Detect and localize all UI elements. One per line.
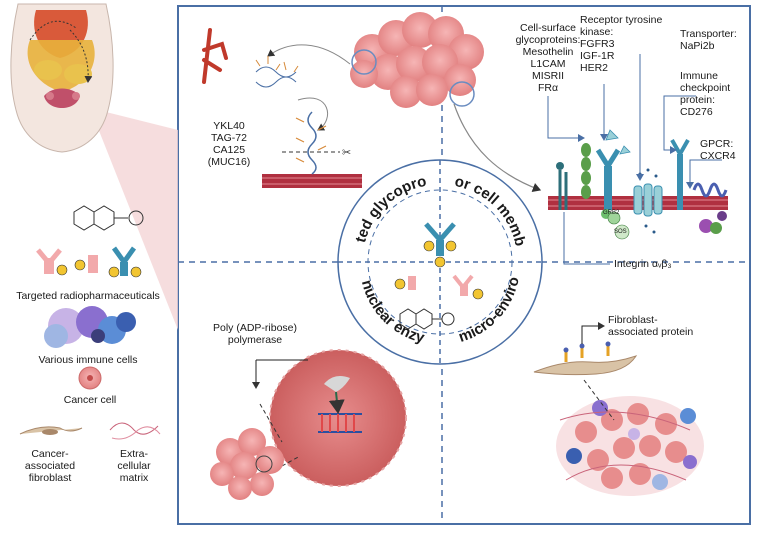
tumor-cluster bbox=[350, 12, 484, 108]
glyco-targets-label: Cell-surface glycoproteins: Mesothelin L… bbox=[515, 22, 581, 94]
legend-ecm: Extra- cellular matrix bbox=[117, 448, 151, 484]
legend-cancer-cell: Cancer cell bbox=[63, 394, 117, 406]
grb2-label: GRB2 bbox=[603, 210, 620, 216]
integrin-label: Integrin αᵥβ₃ bbox=[614, 258, 672, 270]
checkpoint-label: Immune checkpoint protein: CD276 bbox=[680, 70, 731, 118]
fibroblast-with-fap bbox=[533, 322, 638, 421]
tumor-cell-membrane bbox=[548, 129, 728, 240]
secreted-targets-label: YKL40 TAG-72 CA125 (MUC16) bbox=[207, 120, 251, 168]
secreted-glycoprotein bbox=[255, 56, 299, 88]
parp-inhibitor-molecule bbox=[399, 308, 455, 330]
zoom-wedge bbox=[90, 108, 178, 330]
immune-cells-legend bbox=[44, 306, 136, 348]
sos-label: SOS bbox=[614, 229, 627, 235]
parp-label: Poly (ADP-ribose) polymerase bbox=[212, 322, 298, 346]
fap-label: Fibroblast- associated protein bbox=[608, 314, 694, 338]
legend-radiopharmaceuticals: Targeted radiopharmaceuticals bbox=[16, 290, 160, 302]
muc16-membrane: ✂ bbox=[262, 111, 362, 188]
tme-cluster bbox=[556, 396, 704, 496]
small-cancer-cluster bbox=[210, 428, 284, 500]
legend-immune-cells: Various immune cells bbox=[38, 354, 138, 366]
rtk-targets-label: Receptor tyrosine kinase: FGFR3 IGF-1R H… bbox=[580, 14, 663, 74]
transporter-label: Transporter: NaPi2b bbox=[680, 28, 737, 52]
legend-caf: Cancer- associated fibroblast bbox=[24, 448, 76, 484]
radiopharm-legend-icons bbox=[36, 205, 144, 278]
blood-vessel bbox=[202, 28, 228, 84]
gpcr-label: GPCR: CXCR4 bbox=[700, 138, 736, 162]
svg-text:✂: ✂ bbox=[342, 147, 351, 159]
nucleus-illustration bbox=[259, 349, 407, 487]
pelvis-illustration bbox=[10, 3, 114, 153]
ecm-icon bbox=[109, 422, 159, 435]
center-antibody bbox=[423, 222, 457, 268]
